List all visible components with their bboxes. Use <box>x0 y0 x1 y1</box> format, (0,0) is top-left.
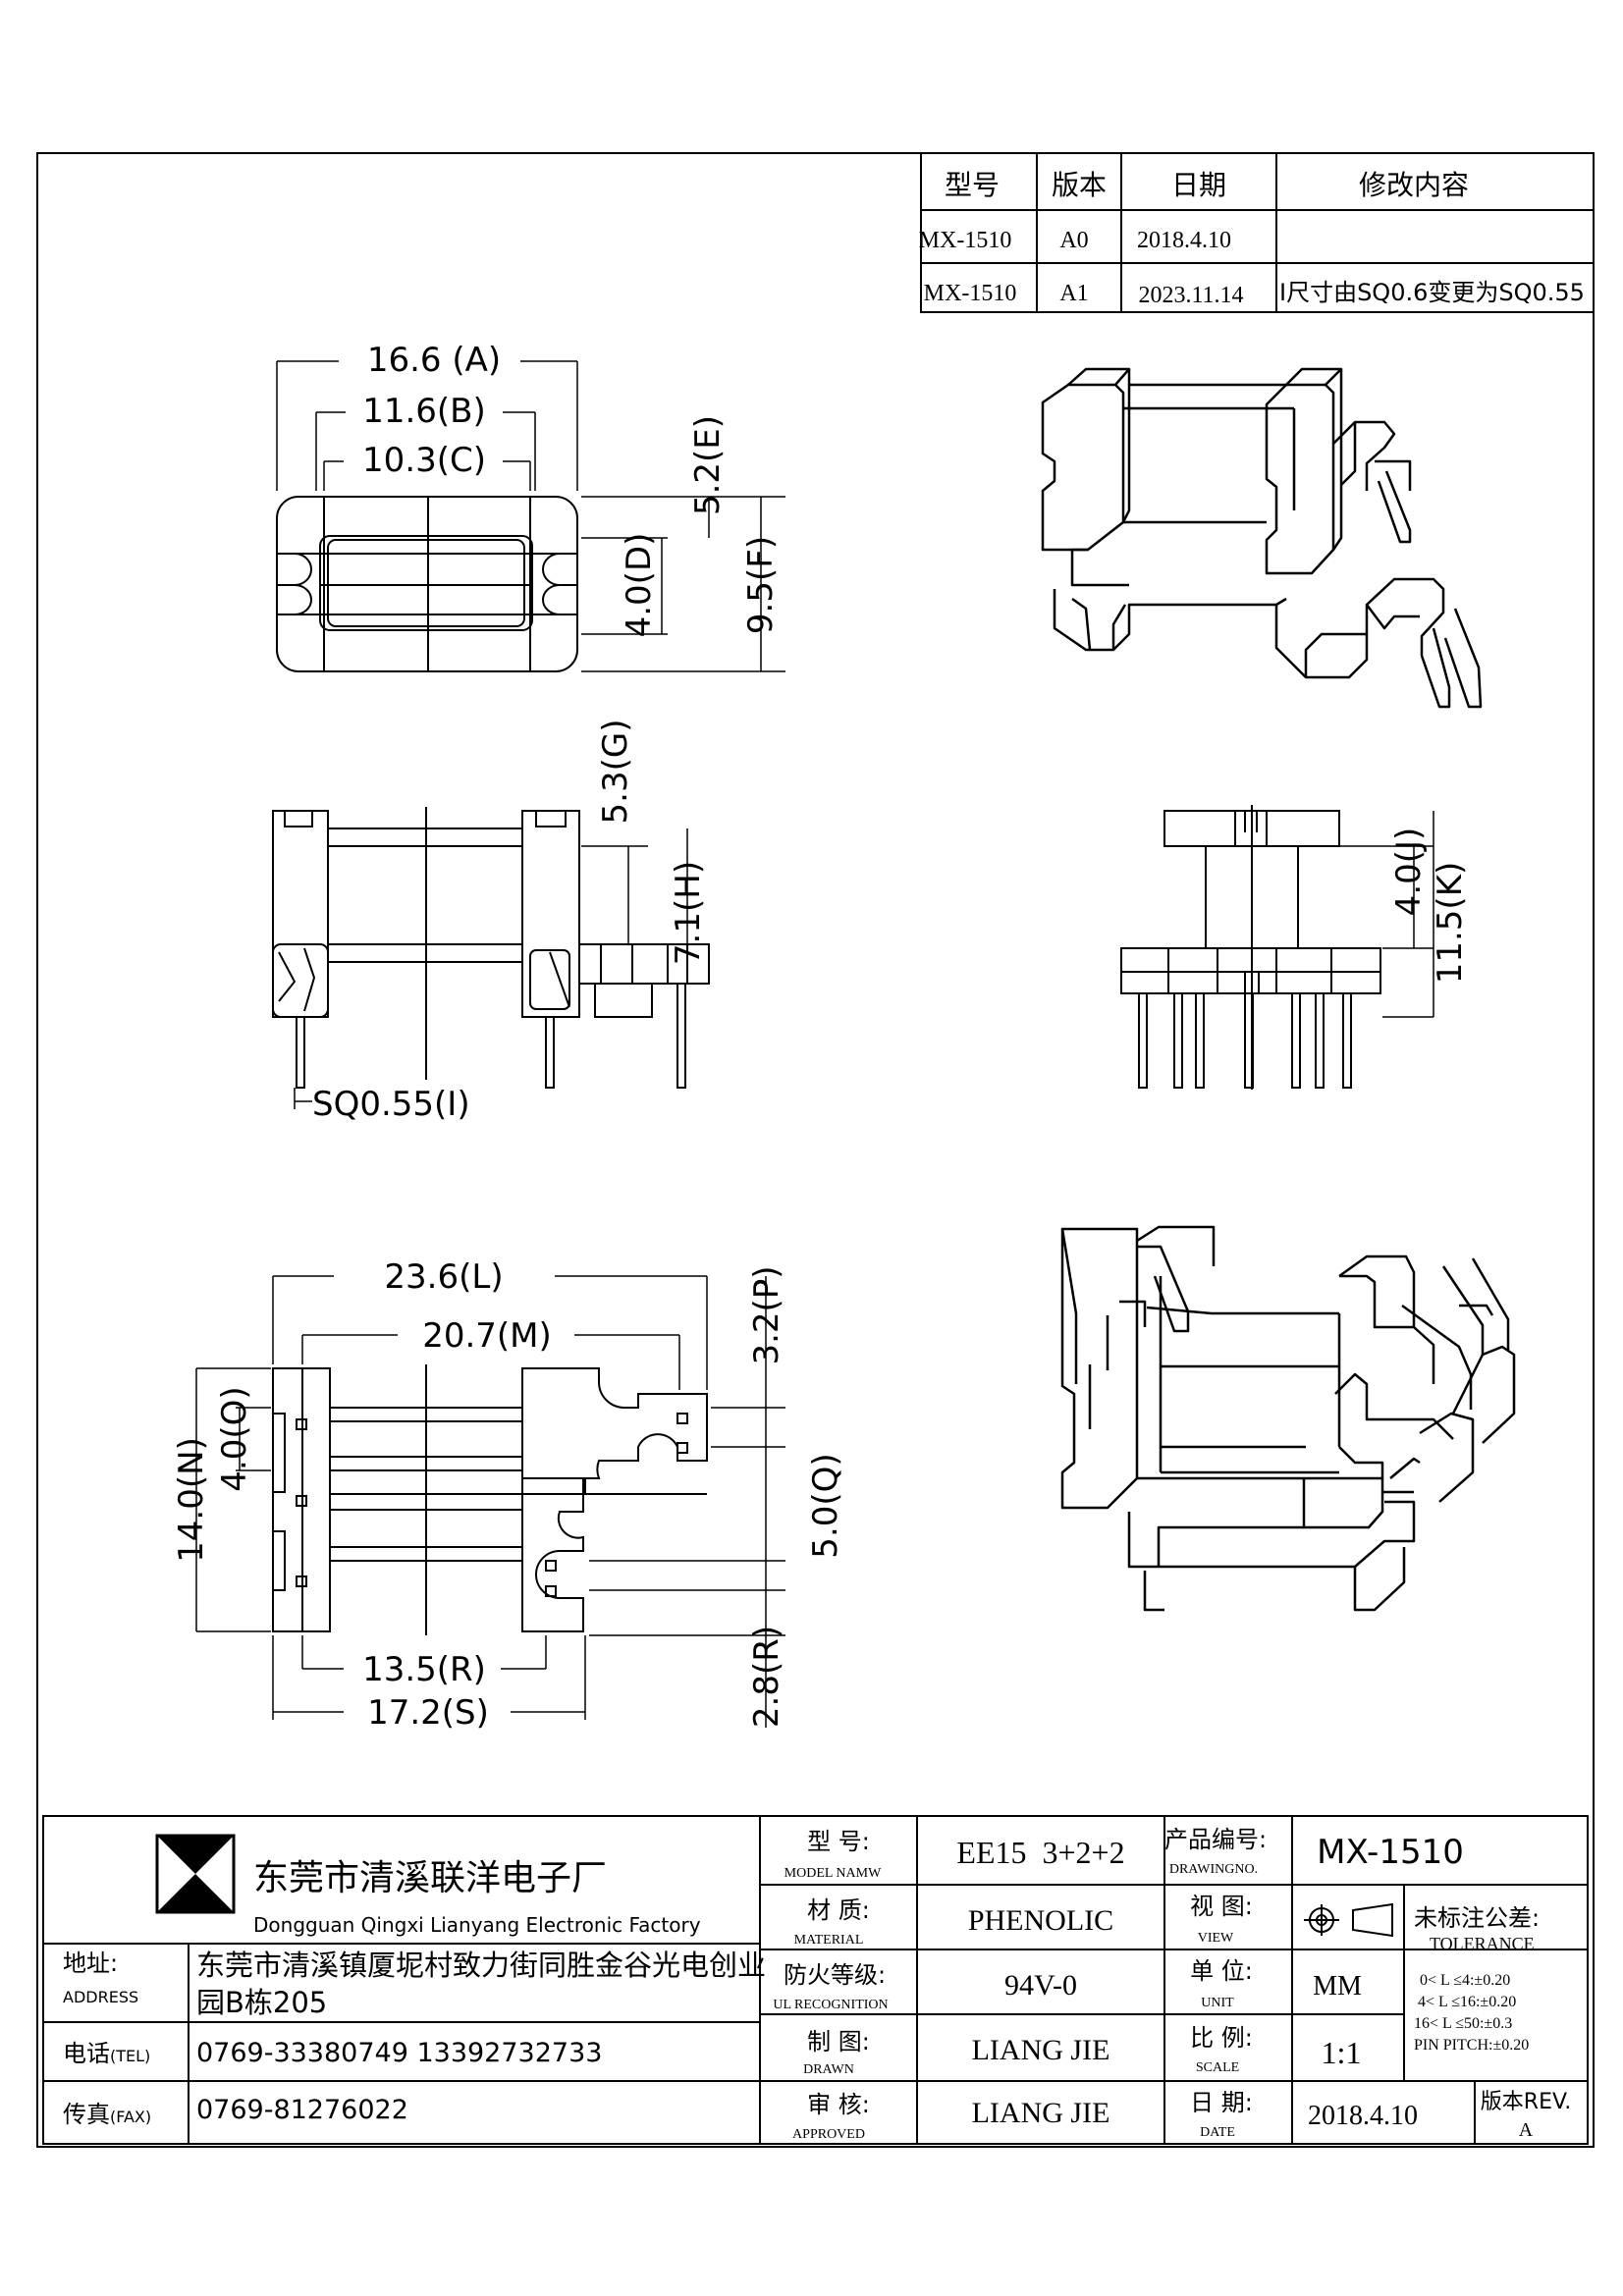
tel-label-en: (TEL) <box>110 2047 150 2065</box>
dim-k-label: 11.5(K) <box>1431 862 1470 985</box>
tolerance-line-1: 0< L ≤4:±0.20 <box>1420 1972 1510 1989</box>
dim-l-label: 23.6(L) <box>384 1257 503 1297</box>
address-label: 地址: <box>63 1949 118 1977</box>
front-view-dimensions <box>294 828 688 1109</box>
dim-h-label: 7.1(H) <box>669 861 708 965</box>
tolerance-title: 未标注公差: <box>1414 1904 1540 1932</box>
drawing-no-value: MX-1510 <box>1317 1833 1464 1872</box>
date-label-en: DATE <box>1200 2125 1235 2140</box>
ul-value: 94V-0 <box>1004 1969 1077 2002</box>
isometric-view-bottom <box>1060 1225 1516 1612</box>
projection-view-icon <box>1304 1902 1393 1938</box>
scale-value: 1:1 <box>1322 2035 1362 2070</box>
dim-e-label: 5.2(E) <box>688 415 728 515</box>
dim-c-label: 10.3(C) <box>362 441 486 480</box>
view-label: 视 图: <box>1190 1893 1253 1920</box>
address-line1: 东莞市清溪镇厦坭村致力街同胜金谷光电创业 <box>196 1949 766 1982</box>
top-view-dimensions <box>276 360 785 672</box>
isometric-view-top <box>1041 367 1483 709</box>
tolerance-line-4: PIN PITCH:±0.20 <box>1414 2037 1529 2054</box>
side-view <box>1120 805 1381 1090</box>
rev-value: A <box>1519 2119 1534 2141</box>
rev-row1-date: 2018.4.10 <box>1137 228 1231 253</box>
tolerance-title-en: TOLERANCE <box>1430 1934 1535 1953</box>
view-label-en: VIEW <box>1198 1931 1234 1946</box>
bottom-view <box>272 1364 708 1635</box>
sheet-border <box>36 152 1595 2148</box>
drawn-label: 制 图: <box>807 2028 870 2056</box>
model-label: 型 号: <box>807 1828 870 1855</box>
ul-label: 防火等级: <box>784 1961 886 1989</box>
model-label-en: MODEL NAMW <box>784 1866 882 1881</box>
bottom-view-dimensions <box>195 1275 785 1728</box>
unit-label: 单 位: <box>1190 1957 1253 1985</box>
tel-label: 电话(TEL) <box>63 2040 150 2067</box>
tolerance-line-3: 16< L ≤50:±0.3 <box>1414 2015 1512 2032</box>
front-view <box>272 807 710 1089</box>
company-logo <box>155 1834 236 1914</box>
dim-a-label: 16.6 (A) <box>367 341 501 380</box>
fax-label-en: (FAX) <box>110 2108 151 2126</box>
dim-r-label: 13.5(R) <box>362 1650 486 1689</box>
address-label-en: ADDRESS <box>63 1988 138 2006</box>
dim-n-label: 14.0(N) <box>172 1437 211 1563</box>
dim-b-label: 11.6(B) <box>362 392 486 431</box>
model-value: EE15 3+2+2 <box>956 1835 1124 1870</box>
rev-row2-version: A1 <box>1059 281 1088 306</box>
dim-p-label: 3.2(P) <box>747 1265 786 1364</box>
tolerance-line-2: 4< L ≤16:±0.20 <box>1418 1994 1516 2010</box>
approved-label-en: APPROVED <box>792 2127 865 2142</box>
dim-r2-label: 2.8(R) <box>747 1626 786 1728</box>
rev-row1-version: A0 <box>1059 228 1088 253</box>
drawn-label-en: DRAWN <box>803 2062 854 2077</box>
rev-header-version: 版本 <box>1052 169 1107 201</box>
rev-header-date: 日期 <box>1171 169 1226 201</box>
dim-j-label: 4.0(J) <box>1389 828 1429 917</box>
rev-header-model: 型号 <box>945 169 1000 201</box>
rev-row2-content: I尺寸由SQ0.6变更为SQ0.55 <box>1279 279 1585 306</box>
material-label-en: MATERIAL <box>794 1933 864 1948</box>
drawn-value: LIANG JIE <box>972 2034 1110 2066</box>
rev-label: 版本REV. <box>1481 2090 1571 2114</box>
date-label: 日 期: <box>1190 2089 1253 2116</box>
rev-row2-model: MX-1510 <box>924 281 1017 306</box>
dim-s-label: 17.2(S) <box>367 1693 489 1733</box>
material-value: PHENOLIC <box>968 1904 1113 1937</box>
fax-label: 传真(FAX) <box>63 2101 151 2128</box>
title-block <box>42 1815 1589 2145</box>
dim-q-label: 5.0(Q) <box>806 1453 845 1558</box>
ul-label-en: UL RECOGNITION <box>773 1998 888 2012</box>
company-name-en: Dongguan Qingxi Lianyang Electronic Fact… <box>253 1913 701 1937</box>
approved-label: 审 核: <box>807 2091 870 2118</box>
revision-table: 型号 版本 日期 修改内容 MX-1510 A0 2018.4.10 MX-15… <box>919 152 1595 313</box>
approved-value: LIANG JIE <box>972 2097 1110 2129</box>
scale-label-en: SCALE <box>1196 2060 1239 2075</box>
company-name: 东莞市清溪联洋电子厂 <box>253 1858 607 1898</box>
tel-label-cn: 电话 <box>63 2040 110 2067</box>
fax-label-cn: 传真 <box>63 2101 110 2128</box>
dim-d-label: 4.0(D) <box>620 533 659 638</box>
unit-value: MM <box>1313 1971 1362 2002</box>
side-view-dimensions <box>1339 811 1434 1018</box>
top-view <box>276 496 578 672</box>
drawing-no-label: 产品编号: <box>1164 1826 1267 1853</box>
dim-g-label: 5.3(G) <box>596 720 635 825</box>
drawing-no-label-en: DRAWINGNO. <box>1169 1862 1258 1877</box>
unit-label-en: UNIT <box>1201 1996 1234 2010</box>
rev-row1-model: MX-1510 <box>919 228 1012 253</box>
address-line2: 园B栋205 <box>196 1986 327 2019</box>
fax-value: 0769-81276022 <box>196 2095 408 2125</box>
material-label: 材 质: <box>807 1896 870 1924</box>
dim-f-label: 9.5(F) <box>741 536 781 634</box>
rev-header-content: 修改内容 <box>1359 169 1469 201</box>
dim-m-label: 20.7(M) <box>422 1316 552 1356</box>
rev-row2-date: 2023.11.14 <box>1138 283 1243 308</box>
tel-value: 0769-33380749 13392732733 <box>196 2038 602 2068</box>
scale-label: 比 例: <box>1190 2024 1253 2052</box>
date-value: 2018.4.10 <box>1308 2101 1418 2131</box>
dim-o-label: 4.0(O) <box>215 1386 254 1491</box>
dim-i-label: SQ0.55(I) <box>312 1085 470 1124</box>
